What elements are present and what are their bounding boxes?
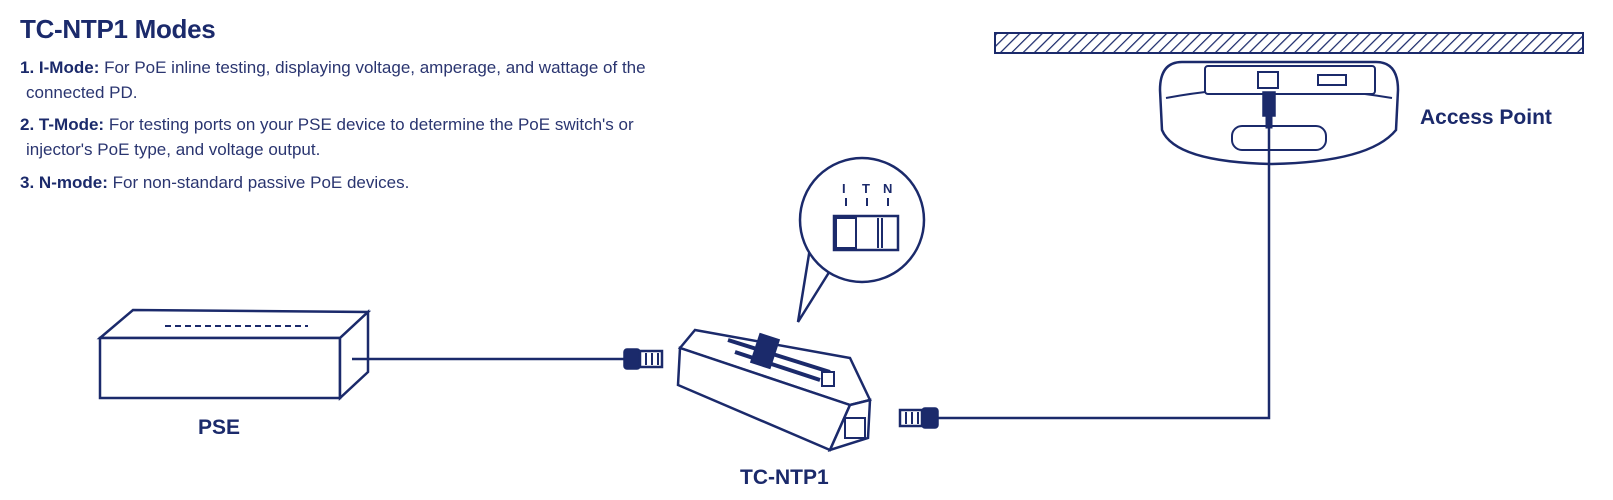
mode-description: For testing ports on your PSE device to … — [108, 115, 634, 135]
mode-item-i: 1. I-Mode: For PoE inline testing, displ… — [20, 56, 820, 105]
mode-description: For non-standard passive PoE devices. — [112, 172, 410, 192]
rj45-plug-icon — [898, 407, 939, 429]
pse-switch-icon — [96, 308, 372, 401]
tester-label: TC-NTP1 — [740, 466, 829, 489]
access-point-label: Access Point — [1420, 106, 1552, 129]
mode-switch-callout — [796, 156, 926, 323]
mode-description-cont: connected PD. — [26, 82, 138, 102]
access-point-icon — [1158, 60, 1400, 166]
diagram-title: TC-NTP1 Modes — [20, 14, 216, 44]
cable-tester-to-ap — [938, 128, 1271, 420]
mode-description: For PoE inline testing, displaying volta… — [104, 58, 646, 77]
mode-number: 3. — [20, 172, 35, 192]
mode-item-n: 3. N-mode: For non-standard passive PoE … — [20, 171, 820, 196]
mode-name: I-Mode: — [38, 58, 100, 77]
pse-label: PSE — [198, 416, 241, 439]
mode-description-cont: injector's PoE type, and voltage output. — [26, 139, 321, 159]
switch-label-t: T — [862, 181, 870, 196]
mode-number: 1. — [20, 58, 35, 77]
modes-list: 1. I-Mode: For PoE inline testing, displ… — [20, 56, 820, 203]
mode-number: 2. — [20, 115, 35, 135]
mode-name: T-Mode: — [38, 115, 105, 135]
rj45-plug-icon — [623, 348, 664, 370]
mode-name: N-mode: — [38, 172, 108, 192]
tester-device-icon — [676, 328, 872, 453]
ceiling-hatch — [994, 32, 1584, 54]
switch-label-n: N — [883, 181, 892, 196]
switch-label-i: I — [842, 181, 846, 196]
mode-item-t: 2. T-Mode: For testing ports on your PSE… — [20, 113, 820, 162]
